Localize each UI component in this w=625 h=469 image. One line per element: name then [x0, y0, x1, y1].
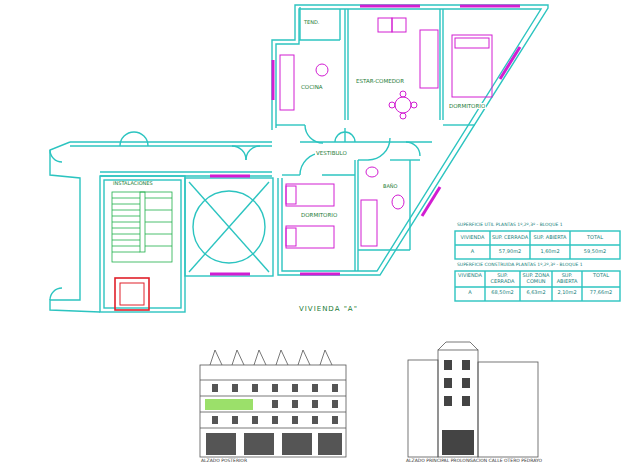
room-label: ESTAR-COMEDOR	[355, 78, 405, 84]
table-cell: 77,66m2	[582, 290, 620, 296]
room-label: INSTALACIONES	[112, 181, 154, 187]
table-cell: VIVIENDA	[455, 235, 490, 241]
table-cell: SUP. ABIERTA	[530, 235, 570, 241]
table-title: SUPERFICIE UTIL PLANTAS 1º,2º,3º - BLOQU…	[456, 223, 564, 228]
table-cell: 59,50m2	[570, 249, 620, 255]
table-cell: SUP. CERRADA	[485, 273, 520, 284]
table-cell: 57,90m2	[490, 249, 530, 255]
table-cell: TOTAL	[570, 235, 620, 241]
table-cell: VIVIENDA	[455, 273, 485, 279]
table-cell: 1,60m2	[530, 249, 570, 255]
table-cell: 2,10m2	[552, 290, 582, 296]
elevation-caption: ALZADO PRINCIPAL PROLONGACION CALLE OTER…	[405, 459, 543, 464]
room-label: VESTIBULO	[315, 150, 348, 156]
table-cell: SUP. ABIERTA	[552, 273, 582, 284]
table-cell: SUP. ZONA COMUN	[520, 273, 552, 284]
table-cell: A	[455, 290, 485, 296]
room-label: DORMITORIO	[448, 103, 486, 109]
table-cell: 6,63m2	[520, 290, 552, 296]
table-cell: SUP. CERRADA	[490, 235, 530, 241]
table-cell: TOTAL	[582, 273, 620, 279]
room-label: DORMITORIO	[300, 212, 338, 218]
plan-title: VIVIENDA "A"	[298, 306, 359, 314]
table-title: SUPERFICIE CONSTRUIDA PLANTAS 1º,2º,3º -…	[456, 263, 584, 268]
room-label: COCINA	[300, 84, 324, 90]
room-label: BAÑO	[382, 184, 399, 190]
elevation-caption: ALZADO POSTERIOR	[200, 459, 248, 464]
table-cell: 68,50m2	[485, 290, 520, 296]
room-label: TEND.	[303, 20, 320, 26]
table-cell: A	[455, 249, 490, 255]
